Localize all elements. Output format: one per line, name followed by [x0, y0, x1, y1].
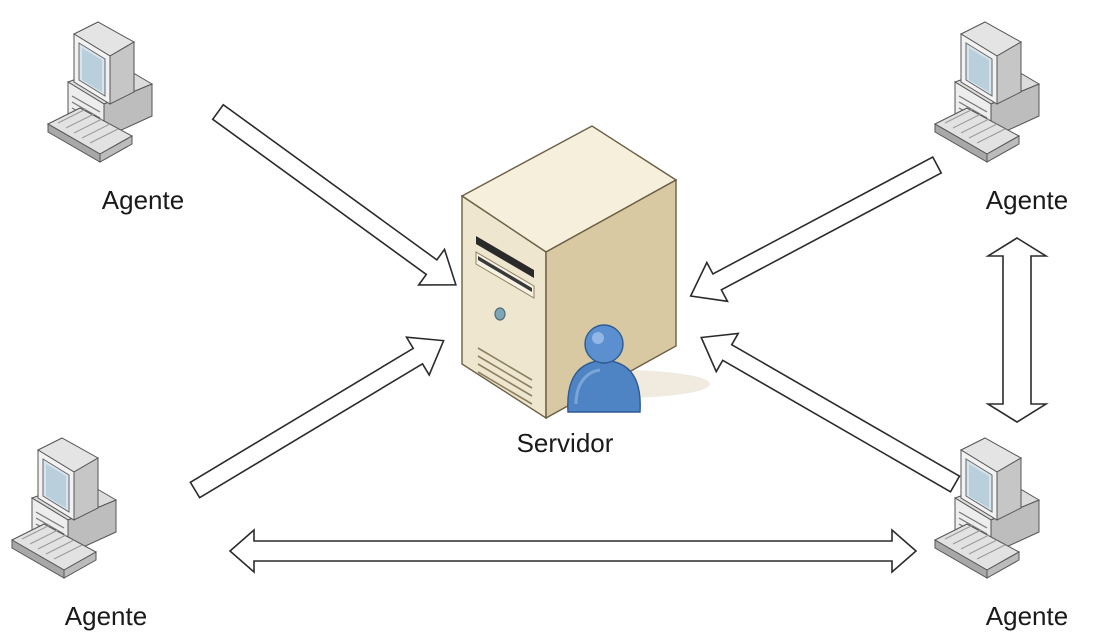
agent-bottom-right-label: Agente: [986, 601, 1068, 631]
arrow-top-right-bottom-right-bidirectional: [985, 237, 1049, 423]
agent-top-right-computer-icon: [934, 21, 1040, 163]
agent-bottom-left-computer-icon: [11, 437, 117, 579]
agent-top-left-computer-icon: [47, 21, 153, 163]
agent-bottom-right-computer-icon: [934, 437, 1040, 579]
server-tower-icon: [460, 125, 710, 420]
server-label: Servidor: [517, 428, 614, 458]
arrow-top-right-to-server: [689, 155, 943, 303]
arrow-top-left-to-server: [211, 103, 457, 286]
arrow-bottom-left-to-server: [189, 336, 445, 499]
user-icon: [567, 324, 641, 413]
agent-top-right-label: Agente: [986, 185, 1068, 215]
agent-top-left-label: Agente: [102, 185, 184, 215]
agent-bottom-left-label: Agente: [65, 601, 147, 631]
arrow-bottom-right-to-server: [700, 332, 961, 493]
arrow-bottom-left-bottom-right-bidirectional: [228, 528, 918, 574]
